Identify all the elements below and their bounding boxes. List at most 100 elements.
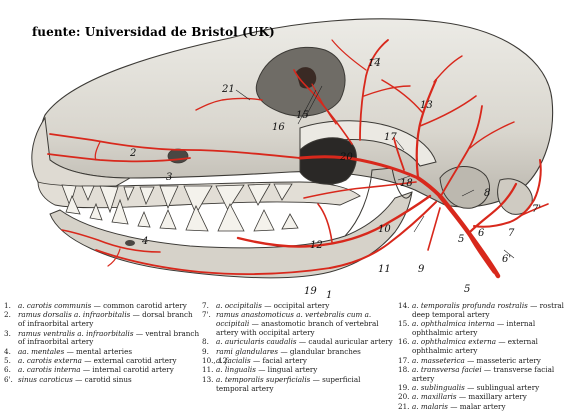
legend-entry-english: — external carotid artery [84,356,177,365]
legend-entry-english: — maxillary artery [458,392,527,402]
legend-entry: 13.a. temporalis superficialis — superfi… [202,374,394,394]
artery-ophthalmic-external [293,69,353,145]
artery-masseteric [393,137,405,171]
legend-entry-latin: aa. mentales [18,346,65,356]
legend-entry-english: — occipital artery [264,301,330,310]
legend-entry-english: — sublingual artery [467,383,540,393]
legend-entry: 17.a. masseterica — masseteric artery [398,355,578,366]
label-7: 7 [508,228,515,239]
artery-anastomotic [519,203,549,217]
artery-caudal-auricular [441,105,483,195]
legend-entry: 2.ramus dorsalis a. infraorbitalis — dor… [4,310,200,329]
label-10: 10 [378,224,391,235]
artery-glandular [427,207,441,251]
legend-entry-english: — internal ophthalmic artery [412,319,536,338]
artery-infraorbital-ventral [47,153,191,163]
legend-entry-number: 21. [398,401,410,411]
legend-entry-number: 6. [4,365,11,375]
artery-deep-temporal-branch [363,85,411,97]
legend-entry-english: — dorsal branch of infraorbital artery [18,310,193,329]
legend-entry-english: — ventral branch of infraorbital artery [18,328,200,347]
legend-entry: 18.a. transversa faciei — transverse fac… [398,364,578,384]
artery-infraorbital-twig [94,141,101,161]
legend-entry-number: 11. [202,365,214,375]
legend-entry-latin: a. carotis externa [18,356,82,365]
artery-facial-upper [317,203,333,243]
label-6: 6 [478,228,485,239]
artery-mental [61,229,161,253]
legend-entry-number: 17. [398,355,410,365]
legend-entry-latin: rami glandulares [216,346,279,356]
artery-deep-temporal-twig [331,39,367,71]
legend-entry-english: — mental arteries [66,346,133,356]
artery-sublingual [95,249,331,275]
label-7-prime: 7' [532,204,541,215]
legend-entry-latin: ramus anastomoticus a. vertebralis cum a… [216,310,372,329]
label-17: 17 [384,132,397,143]
artery-internal-carotid [468,182,518,234]
label-8: 8 [484,188,490,199]
label-4: 4 [141,236,148,247]
label-leader-lines [235,57,515,259]
legend-entry-number: 9. [202,346,209,356]
legend-entry: 4. aa. mentales — mental arteries [4,346,200,357]
label-12: 12 [310,240,323,251]
legend-entry: 7'. ramus anastomoticus a. vertebralis cu… [202,310,394,338]
label-3: 3 [166,172,172,183]
source-caption: fuente: Universidad de Bristol (UK) [32,25,275,39]
label-5a: 5 [458,234,464,245]
legend-entry-number: 6'. [4,374,13,384]
legend-entry-number: 3. [4,328,11,338]
artery-ophthalmic-internal [311,83,337,125]
artery-malar [195,97,263,111]
legend-entry-latin: ramus ventralis a. infraorbitalis [18,328,134,338]
legend-entry-number: 10., 12. [202,356,230,365]
artery-deep-temporal [359,39,389,141]
label-18: 18 [400,178,413,189]
legend-entry-latin: a. malaris [412,401,448,411]
legend-entry-latin: a. temporalis superficialis [216,374,311,384]
artery-temporal-branch-c [433,55,463,83]
legend-entry-latin: a. transversa faciei [412,364,482,374]
label-11: 11 [378,264,391,275]
mandible-ramus [344,167,413,237]
legend-entry-latin: a. lingualis [216,365,256,375]
legend-entry-latin: ramus dorsalis a. infraorbitalis [18,310,131,320]
legend-entry-english: — transverse facial artery [412,364,555,383]
legend-entry: 14.a. temporalis profunda rostralis — ro… [398,301,578,320]
artery-temporal-branch-b [381,79,423,113]
legend-entry-number: 18. [398,364,410,374]
legend-entry-english: — superficial temporal artery [216,374,361,393]
legend-entry: 5.a. carotis externa — external carotid … [4,356,200,366]
legend-entry-english: — malar artery [450,401,506,411]
legend-entry-number: 20. [398,392,410,402]
legend-entry-latin: a. auricularis caudalis [216,337,297,347]
legend-entry-english: — lingual artery [258,365,318,375]
pterygopalatine-fossa [299,137,357,185]
legend-entry-number: 13. [202,374,214,384]
legend-entry: 6'.sinus caroticus — carotid sinus [4,374,200,385]
label-20: 20 [339,152,353,163]
legend-entry-number: 7'. [202,310,211,320]
artery-legend: 1.a. carotis communis — common carotid a… [0,300,579,417]
artery-caudal-auricular-branch [469,121,515,149]
legend-entry-english: — rostral deep temporal artery [412,301,564,319]
legend-entry-latin: a. ophthalmica interna [412,319,495,329]
legend-entry-english: — carotid sinus [75,374,132,384]
label-1: 1 [326,290,332,300]
legend-entry-latin: a. ophthalmica externa [412,337,497,347]
legend-entry: 8.a. auricularis caudalis — caudal auric… [202,337,394,347]
legend-entry-number: 16. [398,337,410,347]
artery-transverse-facial [303,181,417,199]
artery-mental-twig [107,248,121,267]
legend-entry-number: 8. [202,337,209,347]
legend-entry-latin: a. occipitalis [216,301,262,310]
label-21: 21 [221,84,235,95]
legend-entry: 20.a. maxillaris — maxillary artery [398,392,578,402]
legend-entry-number: 1. [4,301,11,310]
legend-entry-english: — masseteric artery [467,355,541,365]
legend-entry-latin: a. temporalis profunda rostralis [412,301,528,310]
label-9: 9 [418,264,425,275]
legend-entry-number: 4. [4,346,11,356]
